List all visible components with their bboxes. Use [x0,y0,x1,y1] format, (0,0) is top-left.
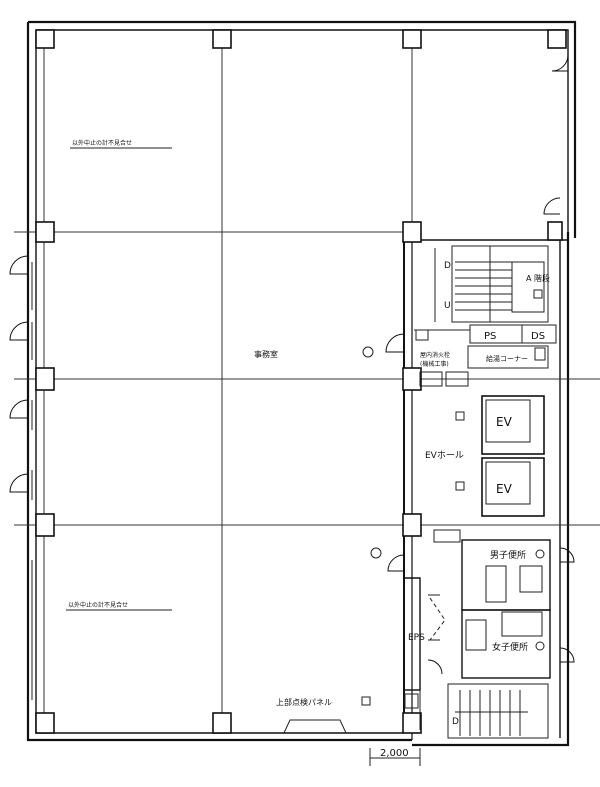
core-doors [385,54,575,663]
shafts: PS DS [414,324,557,344]
womens-label: 女子便所 [492,641,528,653]
dimension-label: 2,000 [380,748,409,759]
hydrant-and-pantry: 屋内消火栓 (機械工事) 給湯コーナー [419,345,549,387]
lower-note: 以外中止の計不見合せ [68,601,128,609]
notes: 以外中止の計不見合せ 以外中止の計不見合せ [66,139,172,611]
grid-lines [14,30,600,733]
ps-label: PS [484,331,496,342]
hydrant-label: 屋内消火栓 [420,351,450,359]
ev-hall-label: EVホール [425,450,464,461]
svg-text:D: D [452,717,459,727]
svg-text:U: U [444,301,451,311]
left-doors [9,255,29,493]
outer-walls [26,20,577,747]
ev-2-label: EV [496,482,513,496]
restrooms: 男子便所 女子便所 [433,529,551,679]
dimension: 2,000 [369,748,421,766]
fire-sensor-icon [362,346,374,358]
access-panel: 上部点検パネル [276,696,371,734]
ev-1-label: EV [496,415,513,429]
columns [35,29,567,734]
svg-text:D: D [444,261,451,271]
eps-label: EPS [408,633,425,643]
mens-label: 男子便所 [490,549,526,561]
ds-label: DS [531,331,545,342]
stair-a: D U A 階段 [434,245,550,323]
hydrant-sub-label: (機械工事) [420,360,449,368]
office-label: 事務室 [254,349,278,359]
elevators: EV EV EVホール [425,395,545,517]
fire-sensor-icon-2 [370,547,382,559]
stair-a-label: A 階段 [526,273,550,283]
access-panel-label: 上部点検パネル [276,697,332,707]
pantry-label: 給湯コーナー [486,354,528,363]
stair-b: D [447,683,549,739]
lower-service-area [404,577,446,730]
upper-note: 以外中止の計不見合せ [72,139,132,147]
